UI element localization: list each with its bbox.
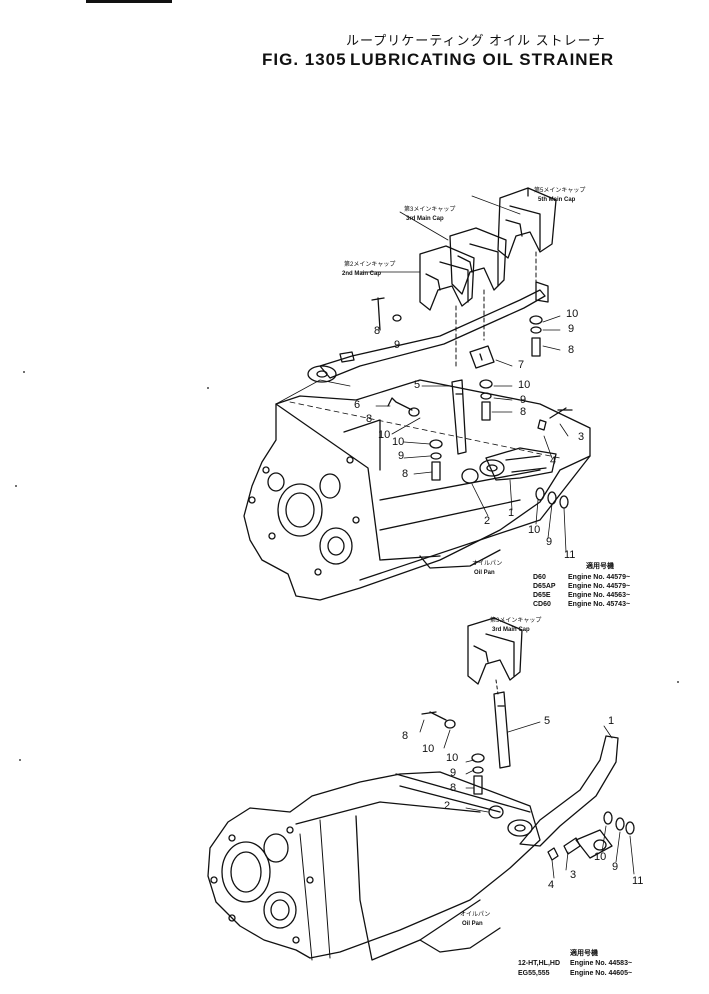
lower-oil-pan-label-en: Oil Pan	[462, 921, 483, 927]
cap-2-label-jp: 第2メインキャップ	[344, 262, 396, 268]
part-number: 9	[450, 767, 457, 779]
figure-number: FIG. 1305	[262, 50, 347, 69]
lower-stay	[493, 691, 511, 769]
cap-3-label-en: 3rd Main Cap	[406, 216, 444, 222]
clamp-bracket	[469, 345, 495, 369]
scan-speckles	[15, 371, 679, 761]
fifth-main-cap	[497, 187, 557, 259]
lower-oil-pan-label-jp: オイルパン	[460, 912, 491, 918]
applicable-engine: Engine No. 44579~	[568, 574, 631, 581]
engine-block-lower	[207, 771, 541, 961]
applicable-title: 適用号機	[586, 563, 614, 570]
part-number: 8	[568, 344, 575, 356]
part-number: 9	[520, 394, 527, 406]
part-number: 10	[422, 743, 435, 755]
part-number: 2	[444, 800, 451, 812]
lower-pipe	[488, 735, 619, 859]
leader-lines	[375, 315, 635, 879]
part-number: 9	[612, 861, 619, 873]
part-number: 9	[568, 323, 575, 335]
part-number: 8	[402, 468, 409, 480]
cap-5-label-en: 5th Main Cap	[538, 197, 576, 203]
part-number: 8	[402, 730, 409, 742]
part-number: 10	[518, 379, 531, 391]
part-number: 5	[414, 379, 421, 391]
lower-applicable-title: 適用号機	[570, 950, 598, 957]
engine-block-upper	[243, 379, 591, 601]
third-main-cap	[449, 227, 507, 295]
lower-applicable-engine: Engine No. 44605~	[570, 970, 633, 977]
lower-cap-label-en: 3rd Main Cap	[492, 627, 530, 633]
part-number: 8	[366, 413, 373, 425]
part-number: 7	[518, 359, 525, 371]
strainer-body	[461, 447, 557, 484]
applicable-engine: Engine No. 44579~	[568, 583, 631, 590]
part-number: 4	[550, 455, 557, 467]
cap-2-label-en: 2nd Main Cap	[342, 271, 382, 277]
part-number: 10	[446, 752, 459, 764]
oil-pan-label-jp: オイルパン	[472, 561, 503, 567]
part-number: 10	[566, 308, 579, 320]
part-number: 9	[546, 536, 553, 548]
applicable-engine: Engine No. 44563~	[568, 592, 631, 599]
lower-cap-label-jp: 第3メインキャップ	[490, 618, 542, 624]
part-number: 9	[398, 450, 405, 462]
stay	[451, 379, 467, 455]
part-number: 9	[394, 339, 401, 351]
part-number: 4	[548, 879, 555, 891]
cap-3-label-jp: 第3メインキャップ	[404, 207, 456, 213]
applicable-model: CD60	[533, 601, 551, 608]
part-number: 10	[594, 851, 607, 863]
part-number: 10	[378, 429, 391, 441]
lower-applicable-engine: Engine No. 44583~	[570, 960, 633, 967]
lower-applicable-model: EG55,555	[518, 970, 550, 977]
part-number: 1	[608, 715, 615, 727]
part-number: 10	[528, 524, 541, 536]
part-number: 8	[450, 782, 457, 794]
applicable-model: D60	[533, 574, 546, 581]
upper-bolts	[339, 297, 573, 509]
part-number: 11	[632, 875, 644, 887]
title-japanese: ループリケーティング オイル ストレーナ	[346, 33, 606, 48]
part-number: 8	[520, 406, 527, 418]
strainer-pipe	[307, 281, 549, 383]
part-number: 2	[484, 515, 491, 527]
part-number: 5	[544, 715, 551, 727]
part-number: 8	[374, 325, 381, 337]
part-number: 3	[570, 869, 577, 881]
applicable-model: D65E	[533, 592, 551, 599]
part-number: 6	[354, 399, 361, 411]
figure-title: LUBRICATING OIL STRAINER	[350, 50, 615, 69]
part-number: 3	[578, 431, 585, 443]
part-number: 1	[508, 507, 515, 519]
part-number: 10	[392, 436, 405, 448]
lower-applicable-model: 12-HT,HL,HD	[518, 960, 561, 967]
top-rule	[86, 0, 172, 3]
second-main-cap	[419, 245, 475, 311]
oil-pan-label-en: Oil Pan	[474, 570, 495, 576]
applicable-model: D65AP	[533, 583, 556, 590]
cap-5-label-jp: 第5メインキャップ	[534, 188, 586, 194]
lower-third-main-cap	[467, 617, 523, 685]
applicable-engine: Engine No. 45743~	[568, 601, 631, 608]
part-number: 11	[564, 549, 576, 561]
